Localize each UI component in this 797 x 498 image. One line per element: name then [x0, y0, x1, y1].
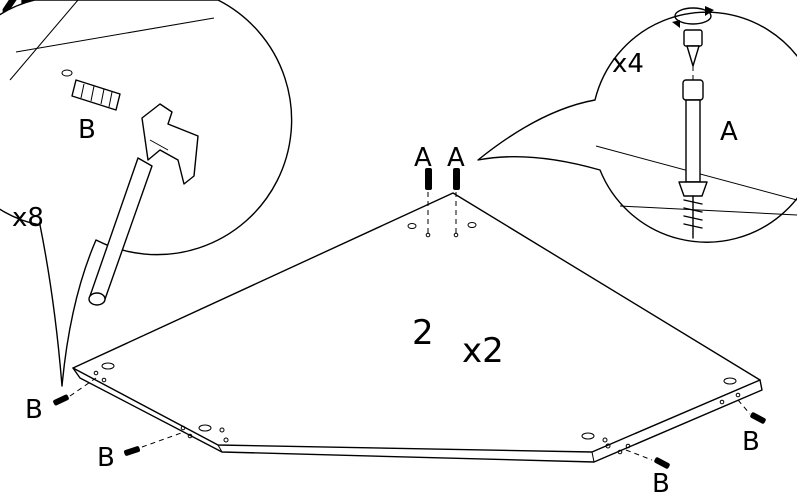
cam-bolt-right — [453, 168, 460, 190]
cam-bolt-label-right: A — [447, 143, 465, 173]
cam-bolt-left — [425, 168, 432, 190]
dowel-edge-bottom-left: B — [97, 431, 185, 473]
shelf-panel: 2 x2 — [72, 192, 763, 463]
dowel-edge-bottom-right: B — [625, 449, 670, 498]
dowel-label-edge-2: B — [97, 443, 115, 473]
part-number: 2 — [412, 313, 434, 353]
part-quantity: x2 — [462, 331, 504, 371]
dowel-quantity: x8 — [12, 203, 44, 233]
panel-holes — [93, 222, 741, 455]
dowel-label-edge-1: B — [25, 395, 43, 425]
dowel-icon — [71, 79, 121, 111]
dowel-label-edge-4: B — [742, 427, 760, 457]
cam-bolt-icon — [678, 79, 708, 239]
screwdriver-callout: A x4 — [477, 6, 797, 243]
dowel-label-edge-3: B — [652, 469, 670, 498]
cam-bolt-label: A — [720, 117, 738, 147]
rotate-clockwise-icon — [672, 6, 714, 28]
dowel-label: B — [78, 115, 96, 145]
cam-bolt-quantity: x4 — [612, 49, 644, 79]
hammer-callout: B x8 — [0, 0, 293, 387]
cam-bolt-label-left: A — [414, 143, 432, 173]
dowel-edge-left: B — [25, 377, 97, 425]
screwdriver-icon — [683, 29, 703, 80]
cam-bolt-pair: A A — [414, 143, 465, 233]
dowel-edge-right: B — [737, 399, 766, 457]
hammer-icon — [88, 103, 199, 306]
